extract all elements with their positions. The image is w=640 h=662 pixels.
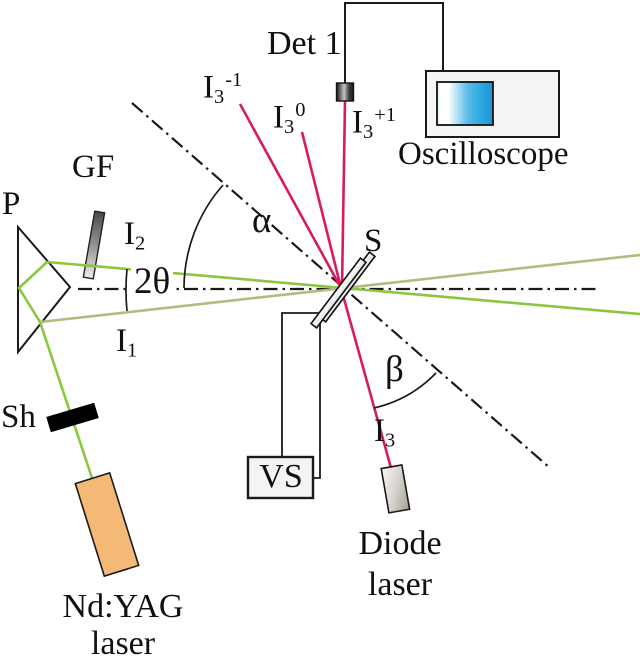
diode-laser-shape <box>380 464 411 514</box>
detector-label: Det 1 <box>267 25 342 62</box>
angle-alpha-label: α <box>252 200 272 241</box>
ndyag-laser-label: Nd:YAG laser <box>62 588 184 662</box>
beam-i3-incident-line <box>339 287 393 469</box>
filter-label: GF <box>72 149 115 185</box>
beam-i2-label: I2 <box>124 216 146 255</box>
sample-slab-front <box>309 257 368 329</box>
shutter-shape <box>46 402 99 433</box>
angle-beta-arc <box>373 372 437 409</box>
grey-filter-shape <box>82 210 106 280</box>
prism-label: P <box>2 186 21 222</box>
oscilloscope-label: Oscilloscope <box>398 136 569 172</box>
angle-beta-label: β <box>385 349 404 390</box>
angle-2theta-arc <box>125 268 128 312</box>
angle-2theta-label: 2θ <box>131 262 174 302</box>
beam-i3-minus1-label: I3-1 <box>203 69 243 108</box>
detector-wire-path <box>344 2 444 83</box>
sample-label: S <box>364 223 383 259</box>
beam-i3-zero-line <box>300 131 343 289</box>
sample-holder-wire-path <box>281 312 321 479</box>
beam-i3-minus1-line <box>238 103 343 289</box>
voltage-source-box <box>246 455 315 500</box>
beam-i3-plus1-line <box>340 100 347 289</box>
shutter-label: Sh <box>1 399 36 435</box>
angle-alpha-arc <box>183 184 224 289</box>
diode-laser-label: Diode laser <box>358 525 442 603</box>
beam-i3-zero-label: I30 <box>273 99 306 138</box>
detector-shape <box>335 82 355 102</box>
prism-internal-beam-path <box>17 261 48 323</box>
pump-beam-line <box>38 321 94 479</box>
oscilloscope-screen <box>436 81 494 126</box>
ndyag-laser-shape <box>74 471 140 578</box>
voltage-source-label: VS <box>259 458 303 495</box>
beam-i1-label: I1 <box>116 323 138 362</box>
beam-i3-plus1-label: I3+1 <box>352 104 396 143</box>
beam-i3-label: I3 <box>374 413 396 452</box>
prism-shape <box>17 224 72 355</box>
